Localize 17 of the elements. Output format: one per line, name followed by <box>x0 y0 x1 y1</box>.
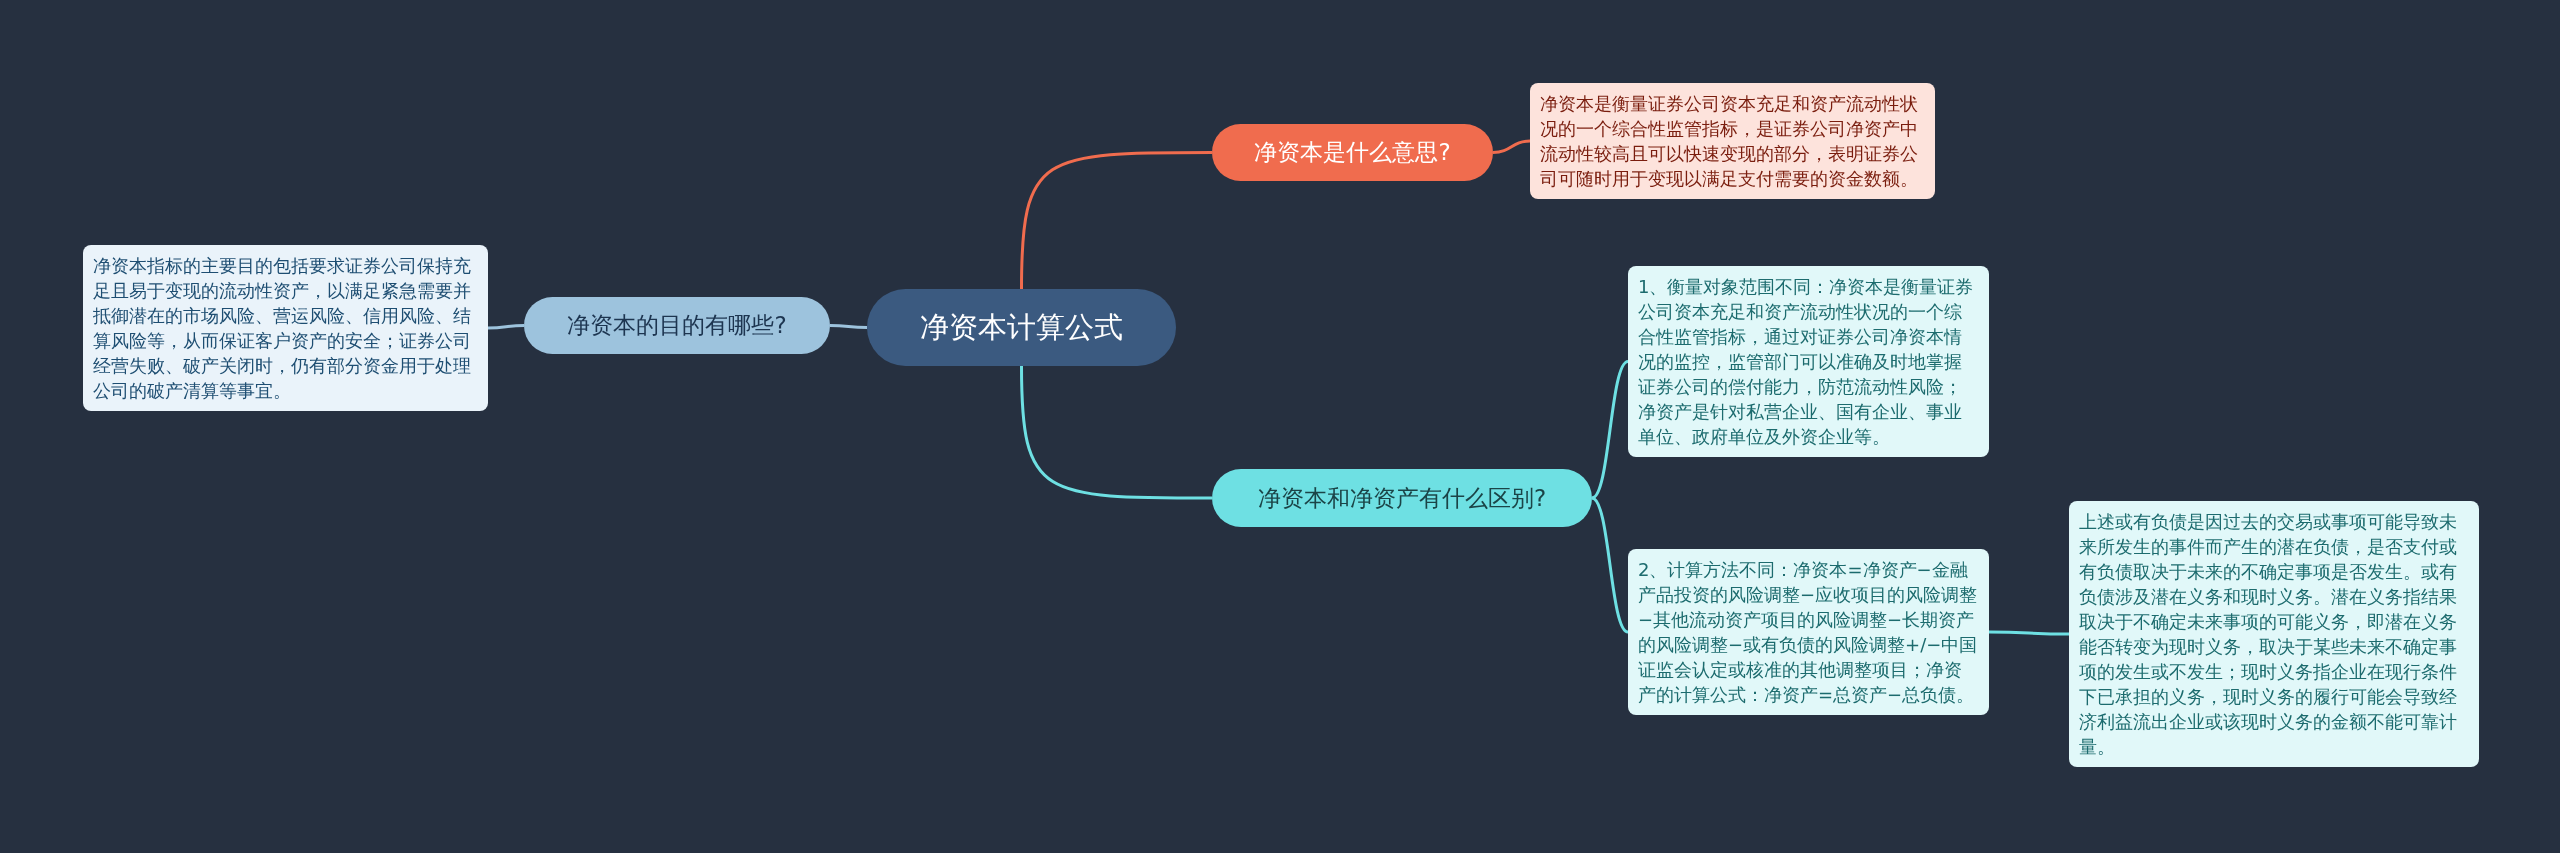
topic-pill: 净资本和净资产有什么区别? <box>1212 469 1592 527</box>
note-card: 净资本指标的主要目的包括要求证券公司保持充足且易于变现的流动性资产，以满足紧急需要并抵御潜在的市场风险、营运风险、信用风险、结算风险等，从而保证客户资产的安全；证券公司经营失败、破产关闭时，仍有部分资金用于处理公司的破产清算等事宜。 <box>83 245 488 411</box>
connector-line <box>830 324 867 329</box>
connector-line <box>1591 360 1629 500</box>
connector-line <box>1020 151 1212 290</box>
connector-line <box>1020 365 1212 500</box>
connector-line <box>488 324 524 330</box>
note-card: 净资本是衡量证券公司资本充足和资产流动性状况的一个综合性监管指标，是证券公司净资产中流动性较高且可以快速变现的部分，表明证券公司可随时用于变现以满足支付需要的资金数额。 <box>1530 83 1935 199</box>
note-card: 上述或有负债是因过去的交易或事项可能导致未来所发生的事件而产生的潜在负债，是否支付或有负债取决于未来的不确定事项是否发生。或有负债涉及潜在义务和现时义务。潜在义务指结果取决于不确定未来事项的可能义务，即潜在义务能否转变为现时义务，取决于某些未来不确定事项的发生或不发生；现时义务指企业在现行条件下已承担的义务，现时义务的履行可能会导致经济利益流出企业或该现时义务的金额不能可靠计量。 <box>2069 501 2479 767</box>
topic-pill: 净资本是什么意思? <box>1212 124 1493 181</box>
central-topic: 净资本计算公式 <box>867 289 1176 366</box>
note-card: 1、衡量对象范围不同：净资本是衡量证券公司资本充足和资产流动性状况的一个综合性监管指标，通过对证券公司净资本情况的监控，监管部门可以准确及时地掌握证券公司的偿付能力，防范流动性风险；净资产是针对私营企业、国有企业、事业单位、政府单位及外资企业等。 <box>1628 266 1989 457</box>
note-card: 2、计算方法不同：净资本=净资产−金融产品投资的风险调整−应收项目的风险调整−其他流动资产项目的风险调整−长期资产的风险调整−或有负债的风险调整+/−中国证监会认定或核准的其他调整项目；净资产的计算公式：净资产=总资产−总负债。 <box>1628 549 1989 715</box>
connector-line <box>1989 630 2069 636</box>
topic-pill: 净资本的目的有哪些? <box>524 297 830 354</box>
connector-line <box>1492 139 1531 154</box>
connector-line <box>1591 496 1629 634</box>
